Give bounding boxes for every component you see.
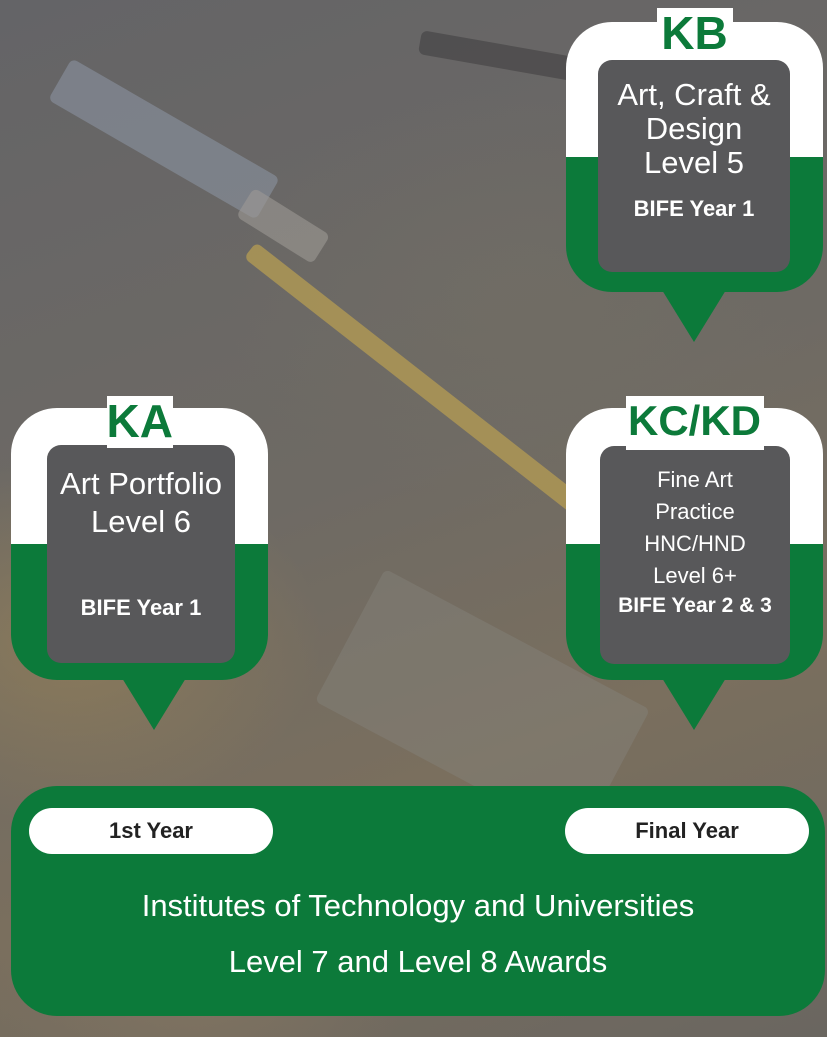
node-ka-arrow <box>122 678 186 730</box>
node-ka-footer: BIFE Year 1 <box>80 595 202 620</box>
node-ka-title-line: Level 6 <box>91 504 191 539</box>
node-kckd: Fine Art Practice HNC/HND Level 6+ BIFE … <box>566 396 823 730</box>
node-kckd-title-line: Practice <box>655 499 735 524</box>
node-kb-title-line: Level 5 <box>644 145 744 180</box>
destination-line: Level 7 and Level 8 Awards <box>228 944 608 979</box>
node-kckd-footer: BIFE Year 2 & 3 <box>618 594 772 617</box>
node-ka-title-line: Art Portfolio <box>60 466 222 501</box>
destination-line: Institutes of Technology and Universitie… <box>141 888 695 923</box>
node-kckd-code: KC/KD <box>625 396 764 450</box>
final-year-pill: Final Year <box>565 808 809 854</box>
node-ka: Art Portfolio Level 6 BIFE Year 1 KA <box>11 396 268 730</box>
first-year-pill: 1st Year <box>29 808 273 854</box>
node-kb-code: KB <box>656 8 733 60</box>
node-kckd-title-line: HNC/HND <box>644 531 746 556</box>
node-kckd-title-line: Fine Art <box>657 467 733 492</box>
node-kb-title-line: Art, Craft & <box>617 77 771 112</box>
node-ka-code: KA <box>106 395 173 448</box>
node-kckd-panel: Fine Art Practice HNC/HND Level 6+ BIFE … <box>600 446 790 664</box>
destination-panel: 1st Year Final Year Institutes of Techno… <box>11 786 825 1016</box>
node-kckd-arrow <box>662 678 726 730</box>
node-kb-panel: Art, Craft & Design Level 5 BIFE Year 1 <box>598 60 790 272</box>
node-kb-title-line: Design <box>645 111 743 146</box>
node-kckd-title-line: Level 6+ <box>653 563 737 588</box>
node-ka-panel: Art Portfolio Level 6 BIFE Year 1 <box>47 445 235 663</box>
node-kb-arrow <box>662 290 726 342</box>
node-kb: Art, Craft & Design Level 5 BIFE Year 1 … <box>566 8 823 342</box>
node-kb-footer: BIFE Year 1 <box>633 196 755 221</box>
